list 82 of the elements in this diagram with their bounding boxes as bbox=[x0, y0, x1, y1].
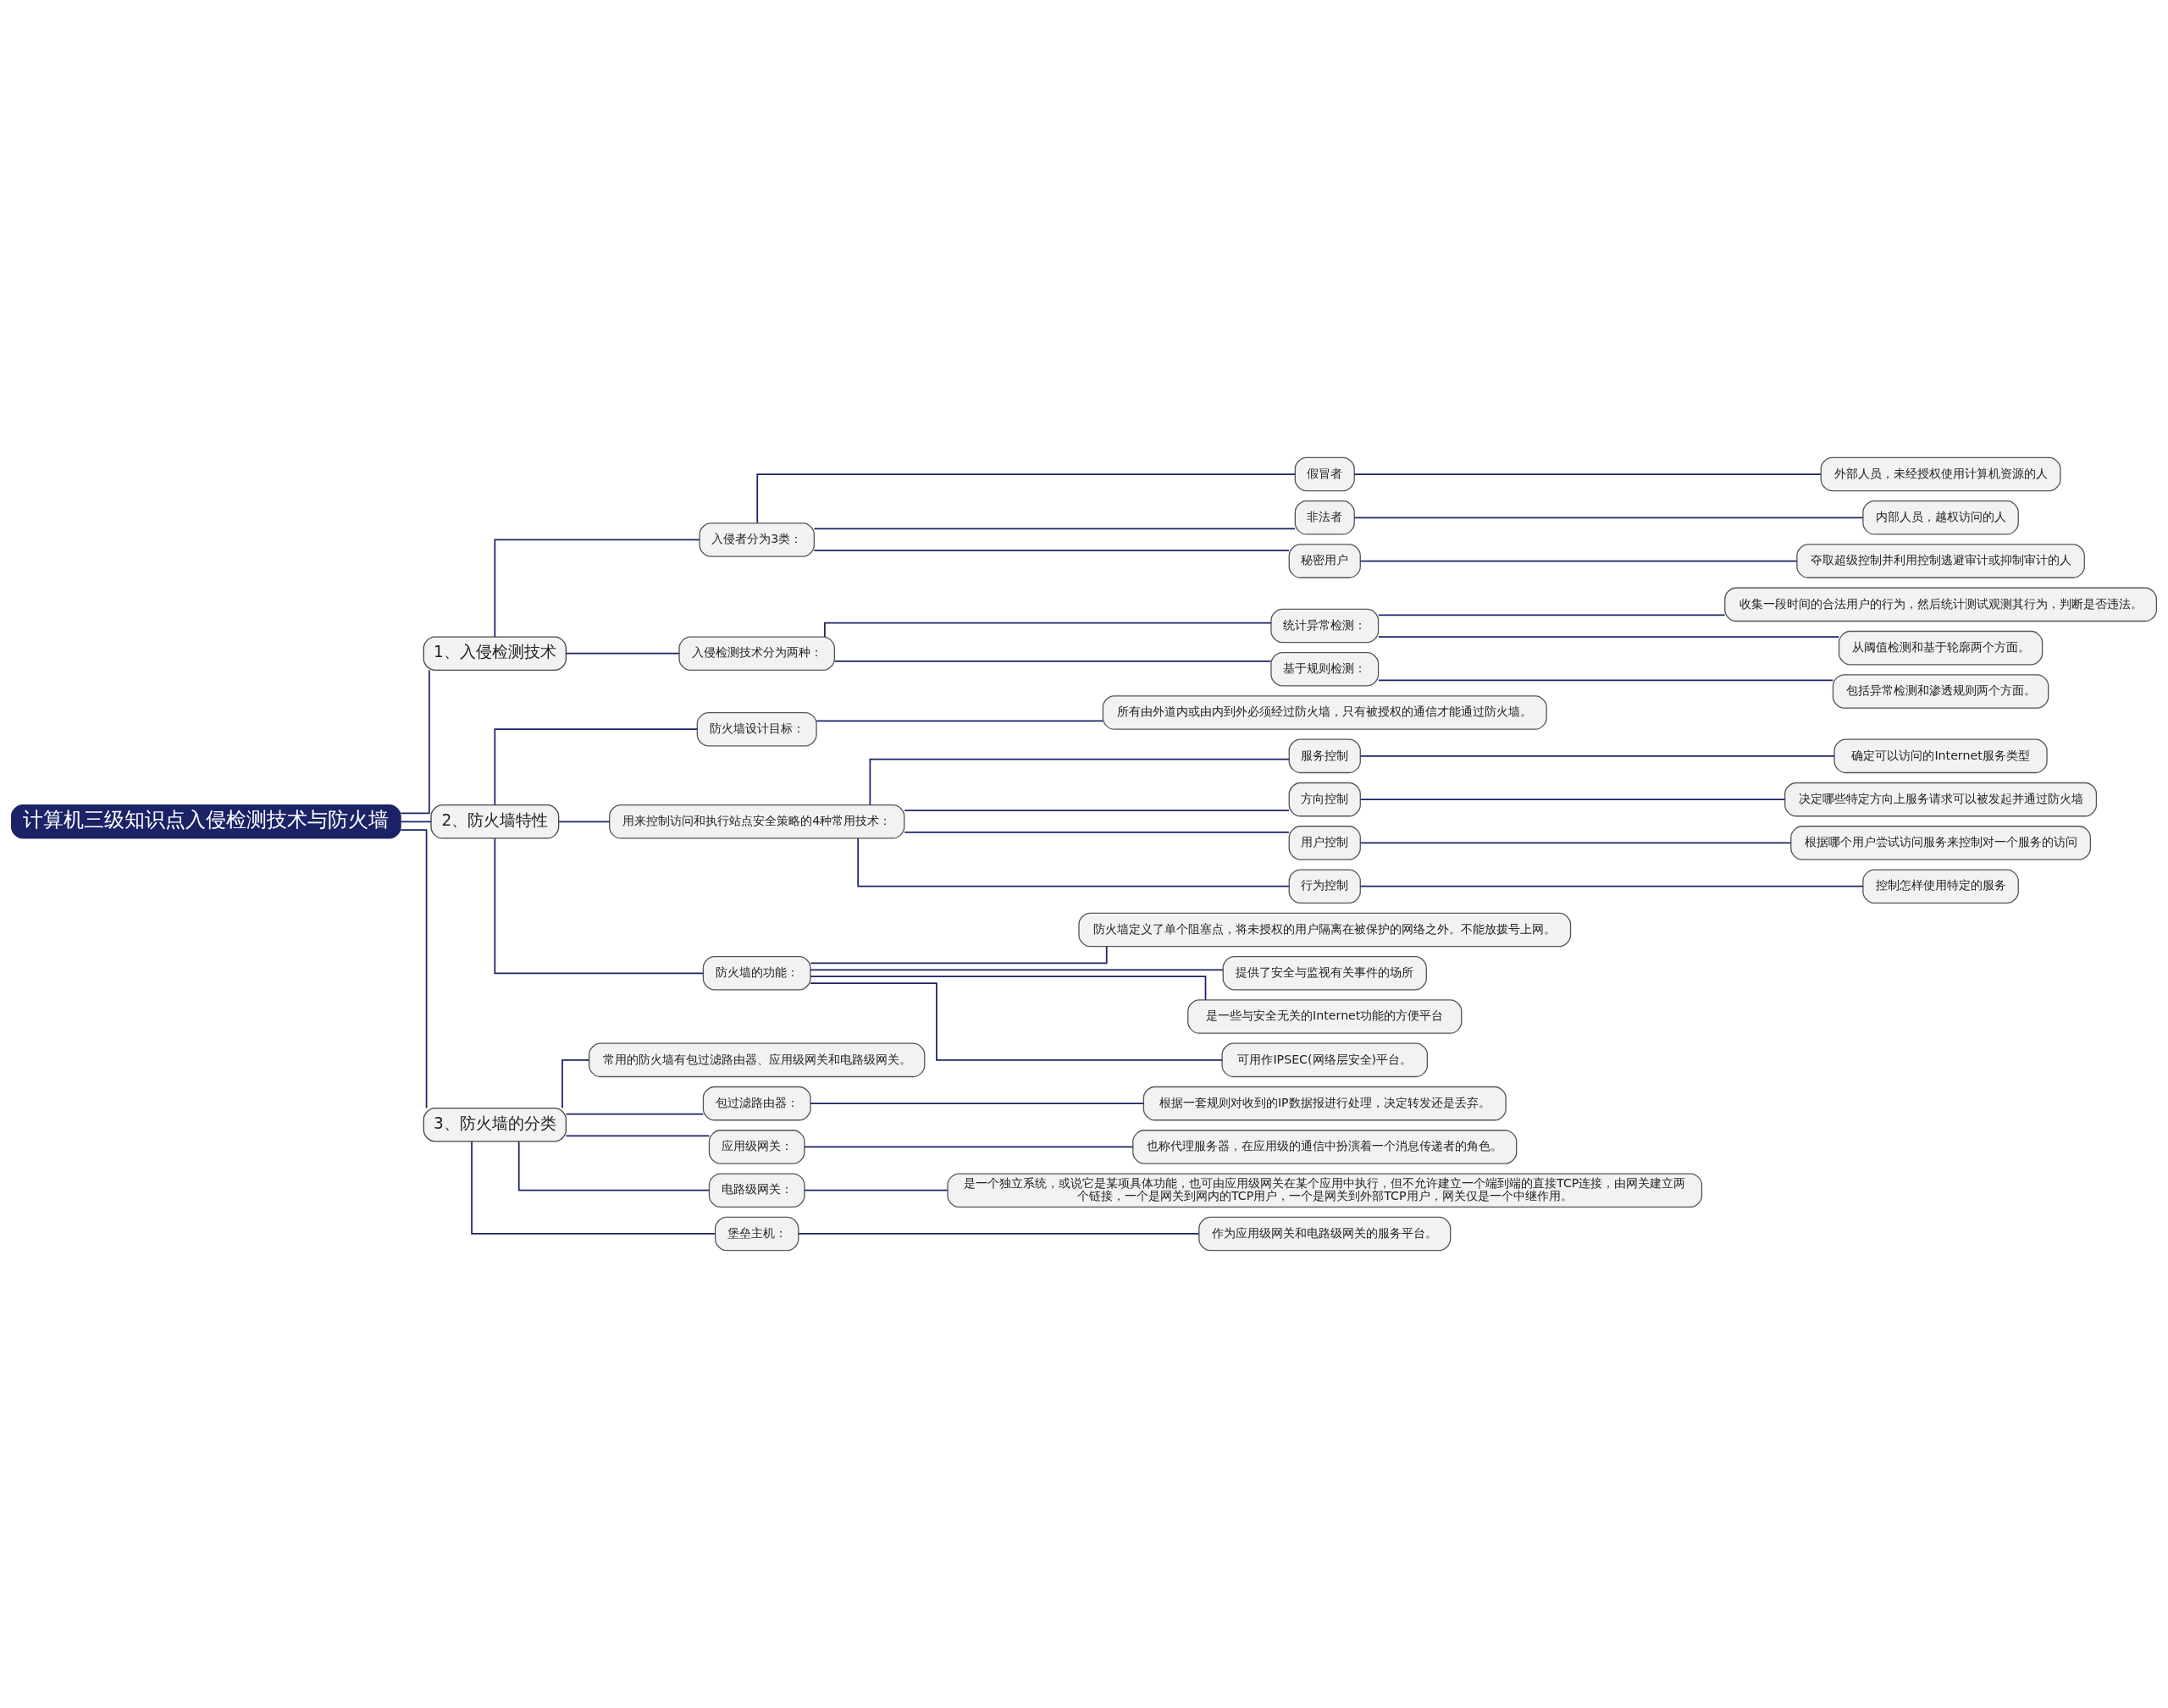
connector bbox=[824, 622, 1272, 638]
connector bbox=[494, 837, 705, 975]
node-box: 秘密用户 bbox=[1288, 544, 1361, 578]
connector bbox=[798, 1233, 1200, 1235]
connector bbox=[904, 832, 1290, 833]
node-box: 统计异常检测： bbox=[1270, 608, 1380, 644]
node-box: 包括异常检测和渗透规则两个方面。 bbox=[1832, 674, 2049, 709]
node-box: 外部人员，未经授权使用计算机资源的人 bbox=[1820, 456, 2061, 492]
node-box: 根据哪个用户尝试访问服务来控制对一个服务的访问 bbox=[1790, 826, 2091, 860]
node-box: 确定可以访问的Internet服务类型 bbox=[1833, 738, 2048, 774]
node-box: 夺取超级控制并利用控制逃避审计或抑制审计的人 bbox=[1796, 544, 2085, 578]
connector bbox=[565, 652, 680, 655]
node-box: 服务控制 bbox=[1288, 738, 1361, 774]
connector bbox=[1377, 636, 1840, 638]
node-box: 可用作IPSEC(网络层安全)平台。 bbox=[1221, 1042, 1429, 1078]
connector bbox=[1359, 799, 1786, 800]
connector bbox=[471, 1141, 716, 1235]
connector bbox=[494, 728, 698, 806]
connector bbox=[1359, 885, 1864, 887]
node-box: 包过滤路由器： bbox=[702, 1086, 811, 1121]
connector bbox=[810, 969, 1225, 971]
connector bbox=[833, 661, 1272, 662]
node-box: 用户控制 bbox=[1288, 826, 1361, 860]
connector bbox=[816, 720, 1104, 722]
node-box: 是一个独立系统，或说它是某项具体功能，也可由应用级网关在某个应用中执行，但不允许建立一个端到端的直接TCP连接，由网关建立两个链接，一个是网关到网内的TCP用户，一个是网关到外部TCP用户，网关仅是一个中继作用。 bbox=[947, 1173, 1703, 1208]
connector bbox=[1377, 679, 1834, 682]
connector bbox=[1359, 842, 1792, 844]
node-box: 电路级网关： bbox=[708, 1173, 805, 1208]
connector bbox=[517, 1141, 711, 1191]
connector bbox=[804, 1189, 948, 1191]
connector bbox=[494, 539, 700, 638]
connector bbox=[1353, 473, 1822, 475]
node-box: 从阈值检测和基于轮廓两个方面。 bbox=[1838, 630, 2044, 666]
node-box: 入侵检测技术分为两种： bbox=[678, 636, 836, 671]
node-box: 堡垒主机： bbox=[714, 1216, 799, 1252]
node-box: 防火墙的功能： bbox=[702, 955, 811, 991]
node-box: 方向控制 bbox=[1288, 782, 1361, 817]
connector bbox=[904, 810, 1290, 812]
connector bbox=[804, 1146, 1134, 1148]
connector bbox=[810, 1103, 1145, 1104]
node-box: 内部人员，越权访问的人 bbox=[1862, 500, 2019, 535]
node-box: 根据一套规则对收到的IP数据报进行处理，决定转发还是丢弃。 bbox=[1142, 1086, 1507, 1121]
connector bbox=[813, 550, 1290, 551]
connector bbox=[400, 829, 428, 1109]
node-box: 也称代理服务器，在应用级的通信中扮演着一个消息传递者的角色。 bbox=[1132, 1130, 1518, 1164]
connector bbox=[1359, 560, 1798, 562]
node-box: 防火墙定义了单个阻塞点，将未授权的用户隔离在被保护的网络之外。不能放拨号上网。 bbox=[1078, 912, 1572, 948]
node-box: 收集一段时间的合法用户的行为，然后统计测试观测其行为，判断是否违法。 bbox=[1724, 587, 2158, 622]
node-box: 常用的防火墙有包过滤路由器、应用级网关和电路级网关。 bbox=[589, 1042, 926, 1078]
node-box: 1、入侵检测技术 bbox=[423, 636, 567, 671]
node-box: 基于规则检测： bbox=[1270, 651, 1380, 687]
node-box: 防火墙设计目标： bbox=[696, 711, 817, 747]
node-box: 假冒者 bbox=[1294, 456, 1355, 492]
connector bbox=[565, 1113, 705, 1115]
connector bbox=[1359, 755, 1835, 757]
node-box: 3、防火墙的分类 bbox=[423, 1107, 567, 1142]
node-box: 2、防火墙特性 bbox=[430, 804, 560, 839]
connector bbox=[810, 982, 1223, 1061]
node-box: 提供了安全与监视有关事件的场所 bbox=[1222, 955, 1427, 991]
connector bbox=[857, 837, 1290, 887]
node-box: 所有由外道内或由内到外必须经过防火墙，只有被授权的通信才能通过防火墙。 bbox=[1102, 695, 1547, 730]
node-box: 作为应用级网关和电路级网关的服务平台。 bbox=[1198, 1216, 1452, 1252]
node-box: 是一些与安全无关的Internet功能的方便平台 bbox=[1187, 999, 1463, 1034]
node-box: 行为控制 bbox=[1288, 869, 1361, 904]
node-box: 决定哪些特定方向上服务请求可以被发起并通过防火墙 bbox=[1784, 782, 2098, 817]
node-box: 控制怎样使用特定的服务 bbox=[1862, 869, 2019, 904]
connector bbox=[565, 1135, 711, 1137]
connector bbox=[1353, 517, 1864, 519]
connector bbox=[1377, 614, 1726, 616]
connector bbox=[810, 945, 1108, 965]
connector bbox=[400, 669, 430, 815]
connector bbox=[756, 473, 1297, 524]
connector bbox=[810, 976, 1207, 1001]
node-box: 非法者 bbox=[1294, 500, 1355, 535]
node-box: 应用级网关： bbox=[708, 1130, 805, 1164]
connector bbox=[813, 528, 1296, 530]
node-box: 入侵者分为3类： bbox=[699, 522, 815, 557]
connector bbox=[869, 758, 1290, 806]
connector bbox=[558, 821, 611, 823]
node-box: 用来控制访问和执行站点安全策略的4种常用技术： bbox=[609, 804, 905, 839]
connector bbox=[400, 821, 432, 823]
node-box: 计算机三级知识点入侵检测技术与防火墙 bbox=[10, 804, 401, 839]
